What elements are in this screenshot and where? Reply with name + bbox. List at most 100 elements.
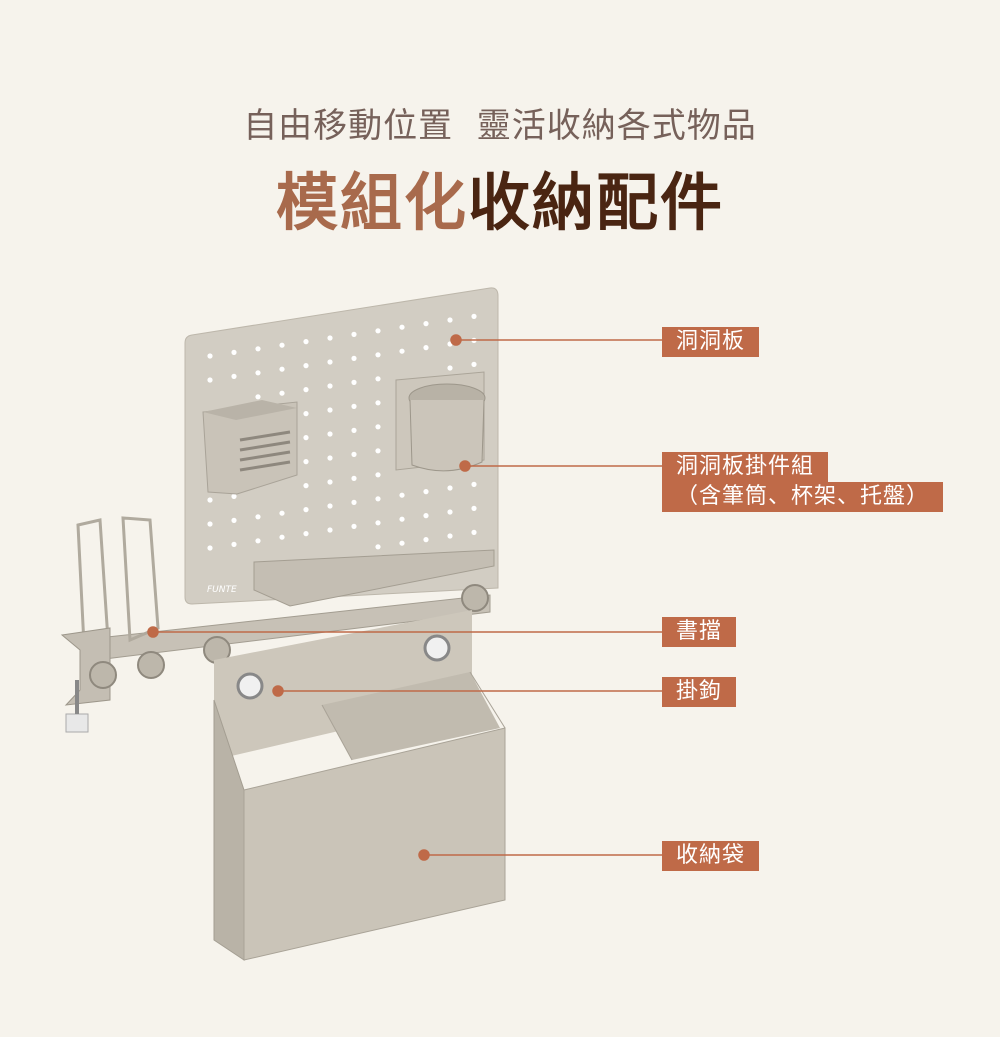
rail-knobs bbox=[89, 584, 489, 689]
pegboard-hole bbox=[375, 400, 381, 406]
pegboard-hole bbox=[399, 348, 405, 354]
pegboard bbox=[184, 287, 499, 605]
pegboard-hole bbox=[375, 376, 381, 382]
pegboard-hole bbox=[207, 497, 213, 503]
pegboard-hole bbox=[447, 485, 453, 491]
pegboard-hole bbox=[255, 514, 261, 520]
storage-bag-divider bbox=[322, 672, 500, 760]
pegboard-hole bbox=[399, 492, 405, 498]
callout-dot bbox=[459, 460, 471, 472]
callout-lines bbox=[147, 334, 662, 861]
pegboard-hole bbox=[303, 507, 309, 513]
pegboard-hole bbox=[447, 533, 453, 539]
pegboard-hole bbox=[447, 317, 453, 323]
pegboard-hole bbox=[375, 472, 381, 478]
pegboard-hole bbox=[231, 493, 237, 499]
callout-storage-bag: 收納袋 bbox=[662, 841, 760, 871]
pegboard-hole bbox=[471, 529, 477, 536]
page-title: 模組化收納配件 bbox=[0, 152, 1000, 242]
pegboard-hole bbox=[423, 489, 429, 495]
pegboard-hole bbox=[399, 324, 405, 330]
storage-bag-divider-edge bbox=[321, 704, 353, 761]
subtitle: 自由移動位置 靈活收納各式物品 bbox=[243, 106, 757, 146]
pegboard-hole bbox=[327, 479, 333, 485]
pegboard-hole bbox=[471, 361, 477, 367]
pegboard-hole bbox=[471, 313, 477, 319]
pegboard-hole bbox=[327, 455, 333, 461]
pegboard-hole bbox=[231, 541, 237, 548]
callout-dot bbox=[418, 849, 430, 861]
pegboard-hole bbox=[327, 503, 333, 509]
pegboard-hole bbox=[279, 510, 285, 516]
pegboard-hole bbox=[303, 363, 309, 369]
pegboard-hole bbox=[327, 335, 333, 341]
pegboard-hole bbox=[255, 346, 261, 352]
callout-bookend: 書擋 bbox=[662, 617, 737, 647]
pegboard-hole bbox=[327, 431, 333, 437]
pegboard-hole bbox=[423, 513, 429, 519]
pegboard-hole bbox=[351, 475, 357, 481]
pegboard-hole bbox=[255, 538, 261, 544]
pegboard-hole bbox=[423, 321, 429, 327]
pegboard-hole bbox=[255, 394, 261, 400]
pegboard-hole bbox=[255, 370, 261, 376]
pen-holder-slots bbox=[239, 430, 291, 472]
pegboard-hole bbox=[399, 540, 405, 546]
callout-pegboard-accessories: 洞洞板掛件組 bbox=[662, 452, 829, 482]
bookend-left bbox=[76, 518, 110, 647]
title-accent: 模組化 bbox=[275, 166, 468, 239]
pegboard-hole bbox=[303, 531, 309, 537]
pegboard-hole bbox=[303, 483, 309, 489]
pegboard-hole bbox=[399, 516, 405, 522]
pegboard-hole bbox=[231, 517, 237, 524]
tray bbox=[253, 549, 495, 607]
hooks bbox=[236, 634, 451, 700]
pegboard-hole bbox=[279, 366, 285, 372]
pen-holder-top bbox=[203, 400, 297, 420]
pegboard-hole bbox=[303, 411, 309, 417]
pegboard-hole bbox=[231, 349, 237, 355]
pegboard-hole bbox=[327, 527, 333, 533]
pegboard-hole bbox=[351, 451, 357, 457]
callout-dot bbox=[147, 626, 159, 638]
pegboard-hole bbox=[327, 383, 333, 389]
pegboard-hole bbox=[351, 331, 357, 337]
pegboard-hole bbox=[303, 339, 309, 345]
pegboard-hole bbox=[351, 499, 357, 505]
pegboard-hole bbox=[351, 379, 357, 385]
pegboard-hole bbox=[375, 520, 381, 526]
pegboard-hole bbox=[303, 435, 309, 441]
storage-bag-front bbox=[243, 727, 506, 961]
pegboard-hole bbox=[207, 521, 213, 527]
cup-holder-body bbox=[409, 399, 485, 472]
pegboard-holes bbox=[207, 313, 477, 551]
pegboard-hole bbox=[303, 459, 309, 465]
bookend-right bbox=[121, 516, 160, 643]
pegboard-hole bbox=[375, 424, 381, 430]
pegboard-hole bbox=[207, 377, 213, 383]
pegboard-hole bbox=[279, 534, 285, 540]
callout-hook: 掛鉤 bbox=[662, 677, 737, 707]
callout-pegboard: 洞洞板 bbox=[662, 327, 760, 357]
pegboard-hole bbox=[351, 355, 357, 361]
pegboard-hole bbox=[471, 505, 477, 511]
pegboard-hole bbox=[279, 342, 285, 348]
pegboard-hole bbox=[207, 545, 213, 551]
callout-dot bbox=[450, 334, 462, 346]
storage-bag-edge bbox=[469, 671, 506, 729]
pegboard-hole bbox=[375, 448, 381, 454]
pegboard-hole bbox=[351, 427, 357, 433]
pegboard-hole bbox=[423, 537, 429, 543]
pegboard-hole bbox=[375, 496, 381, 502]
pegboard-hole bbox=[447, 365, 453, 371]
pegboard-hole bbox=[447, 509, 453, 515]
pegboard-hole bbox=[327, 407, 333, 413]
pegboard-hole bbox=[351, 523, 357, 530]
title-main: 收納配件 bbox=[468, 166, 725, 239]
pegboard-hole bbox=[423, 345, 429, 351]
pegboard-hole bbox=[231, 373, 237, 379]
pegboard-hole bbox=[327, 359, 333, 365]
pegboard-hole bbox=[303, 387, 309, 393]
clamp-screw-pad bbox=[65, 713, 89, 733]
